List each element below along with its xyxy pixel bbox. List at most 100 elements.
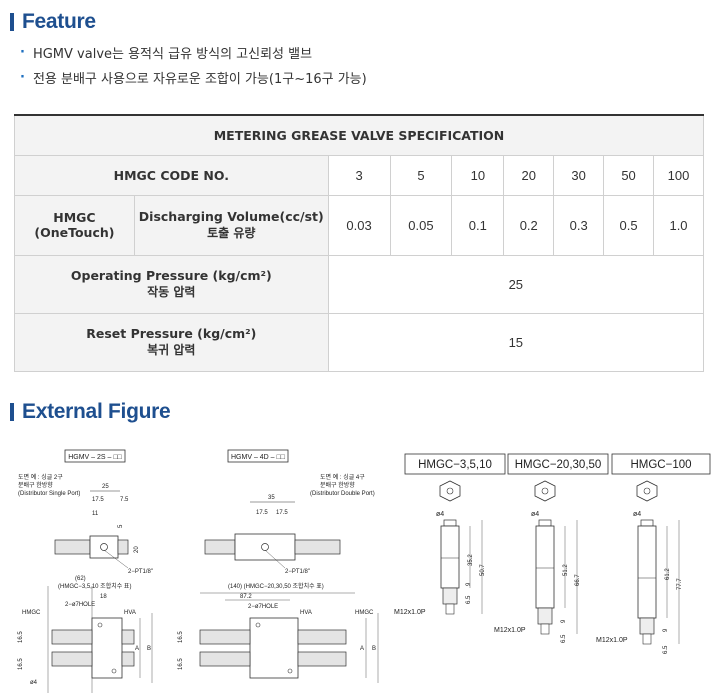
technical-drawings: HGMV – 2S – □□ 도면 예 : 싱글 2구 분배구 한방향 (Dis…: [18, 449, 711, 693]
svg-text:35: 35: [268, 495, 275, 501]
operating-value: 25: [327, 254, 705, 314]
operating-label: Operating Pressure (kg/cm²) 작동 압력: [14, 254, 329, 314]
discharge-cell: 0.2: [503, 194, 555, 256]
fig1-hgmv-2s: HGMV – 2S – □□ 도면 예 : 싱글 2구 분배구 한방향 (Dis…: [18, 449, 153, 693]
svg-text:(62): (62): [75, 576, 86, 582]
fig5-hmgc-100: HMGC−100 ø4 61.2 77.7 9 6.5 M12x1.0P: [596, 453, 711, 654]
svg-text:2−ø7HOLE: 2−ø7HOLE: [65, 602, 95, 608]
svg-text:HVA: HVA: [300, 610, 312, 616]
reset-label: Reset Pressure (kg/cm²) 복귀 압력: [14, 312, 329, 372]
svg-text:66.7: 66.7: [575, 574, 581, 586]
svg-text:17.5: 17.5: [256, 510, 268, 516]
discharge-cell: 1.0: [653, 194, 704, 256]
svg-text:11: 11: [92, 511, 99, 517]
discharge-cell: 0.05: [389, 194, 453, 256]
svg-text:50.7: 50.7: [480, 564, 486, 576]
spec-table: METERING GREASE VALVE SPECIFICATION HMGC…: [14, 114, 705, 372]
fig4-model: HMGC−20,30,50: [515, 459, 602, 471]
svg-text:6.5: 6.5: [663, 645, 669, 654]
svg-text:87.2: 87.2: [240, 594, 252, 600]
code-cell: 5: [389, 154, 453, 196]
svg-text:(HMGC−3,5,10 조합치수 표): (HMGC−3,5,10 조합치수 표): [58, 582, 131, 590]
svg-text:5: 5: [118, 524, 124, 528]
svg-text:2−ø7HOLE: 2−ø7HOLE: [248, 604, 278, 610]
discharge-cell: 0.3: [553, 194, 605, 256]
svg-text:HMGC: HMGC: [355, 610, 374, 616]
feature-bullets: ·HGMV valve는 용적식 급유 방식의 고신뢰성 밸브 ·전용 분배구 …: [20, 40, 367, 90]
fig2-hgmv-4d: HGMV – 4D – □□ 도면 예 : 싱글 4구 분배구 한방향 (Dis…: [178, 449, 379, 683]
svg-text:B: B: [147, 646, 151, 652]
external-figures: HGMV – 2S – □□ 도면 예 : 싱글 2구 분배구 한방향 (Dis…: [0, 428, 720, 700]
external-heading: External Figure: [10, 400, 171, 424]
svg-text:도면 예 : 싱글 4구: 도면 예 : 싱글 4구: [320, 473, 365, 481]
svg-text:9: 9: [561, 619, 567, 623]
svg-text:B: B: [372, 646, 376, 652]
code-cell: 50: [603, 154, 655, 196]
svg-text:A: A: [360, 646, 364, 652]
table-row: HMGC CODE NO. 3 5 10 20 30 50 100: [14, 154, 704, 196]
heading-bar: [10, 403, 14, 421]
svg-text:16.5: 16.5: [18, 631, 24, 643]
code-cell: 10: [451, 154, 505, 196]
reset-value: 15: [327, 312, 705, 372]
table-row: METERING GREASE VALVE SPECIFICATION: [14, 114, 704, 156]
fig1-model: HGMV – 2S – □□: [68, 454, 122, 461]
svg-text:(140) (HMGC−20,30,50 조합치수 표): (140) (HMGC−20,30,50 조합치수 표): [228, 582, 324, 590]
discharge-cell: 0.5: [603, 194, 655, 256]
discharge-cell: 0.1: [451, 194, 505, 256]
svg-text:M12x1.0P: M12x1.0P: [494, 627, 526, 634]
discharge-label: Discharging Volume(cc/st) 토출 유량: [133, 194, 329, 256]
svg-text:16.5: 16.5: [178, 658, 184, 670]
heading-bar: [10, 13, 14, 31]
table-row: Reset Pressure (kg/cm²) 복귀 압력 15: [14, 312, 705, 372]
svg-text:7.5: 7.5: [120, 497, 129, 503]
svg-text:ø4: ø4: [531, 511, 539, 518]
svg-text:25: 25: [102, 484, 109, 490]
svg-text:HMGC: HMGC: [22, 610, 41, 616]
table-row: HMGC (OneTouch) Discharging Volume(cc/st…: [14, 194, 704, 256]
feature-title: Feature: [22, 10, 96, 33]
fig3-hmgc-3-5-10: HMGC−3,5,10 ø4 35.2 50.7 6.5 9 M12x1.0P: [394, 453, 506, 616]
code-cell: 30: [553, 154, 605, 196]
svg-text:17.5: 17.5: [276, 510, 288, 516]
svg-text:17.5: 17.5: [92, 497, 104, 503]
fig3-model: HMGC−3,5,10: [418, 459, 492, 471]
fig2-model: HGMV – 4D – □□: [231, 454, 286, 461]
bullet-dot-icon: ·: [20, 70, 25, 85]
svg-text:18: 18: [100, 594, 107, 600]
discharge-cell: 0.03: [327, 194, 391, 256]
svg-text:(Distributor Single Port): (Distributor Single Port): [18, 491, 80, 497]
svg-text:35.2: 35.2: [468, 554, 474, 566]
svg-text:ø4: ø4: [633, 511, 641, 518]
svg-text:61.2: 61.2: [665, 568, 671, 580]
svg-text:6.5: 6.5: [561, 634, 567, 643]
svg-text:16.5: 16.5: [18, 658, 24, 670]
svg-text:ø4: ø4: [30, 680, 38, 686]
svg-text:M12x1.0P: M12x1.0P: [596, 637, 628, 644]
fig4-hmgc-20-30-50: HMGC−20,30,50 ø4 51.2 66.7 9 6.5 M12x1.0…: [494, 453, 609, 643]
svg-text:도면 예 : 싱글 2구: 도면 예 : 싱글 2구: [18, 473, 63, 481]
svg-text:9: 9: [663, 628, 669, 632]
code-cell: 100: [653, 154, 704, 196]
svg-text:HVA: HVA: [124, 610, 136, 616]
code-cell: 20: [503, 154, 555, 196]
bullet-item: ·전용 분배구 사용으로 자유로운 조합이 가능(1구~16구 가능): [20, 70, 367, 87]
svg-text:M12x1.0P: M12x1.0P: [394, 609, 426, 616]
svg-text:(Distributor Double Port): (Distributor Double Port): [310, 491, 375, 497]
svg-text:6.5: 6.5: [466, 595, 472, 604]
svg-text:분배구 한방향: 분배구 한방향: [18, 481, 53, 489]
bullet-item: ·HGMV valve는 용적식 급유 방식의 고신뢰성 밸브: [20, 45, 313, 62]
svg-text:ø4: ø4: [436, 511, 444, 518]
code-cell: 3: [327, 154, 391, 196]
svg-text:77.7: 77.7: [677, 578, 683, 590]
hmgc-label: HMGC (OneTouch): [14, 194, 135, 256]
table-row: Operating Pressure (kg/cm²) 작동 압력 25: [14, 254, 705, 314]
table-title: METERING GREASE VALVE SPECIFICATION: [14, 114, 704, 156]
svg-text:9: 9: [466, 582, 472, 586]
feature-heading: Feature: [10, 10, 96, 34]
bullet-dot-icon: ·: [20, 45, 25, 60]
svg-text:A: A: [135, 646, 139, 652]
svg-text:51.2: 51.2: [563, 564, 569, 576]
svg-text:2−PT1/8": 2−PT1/8": [128, 569, 153, 575]
external-title: External Figure: [22, 400, 171, 423]
